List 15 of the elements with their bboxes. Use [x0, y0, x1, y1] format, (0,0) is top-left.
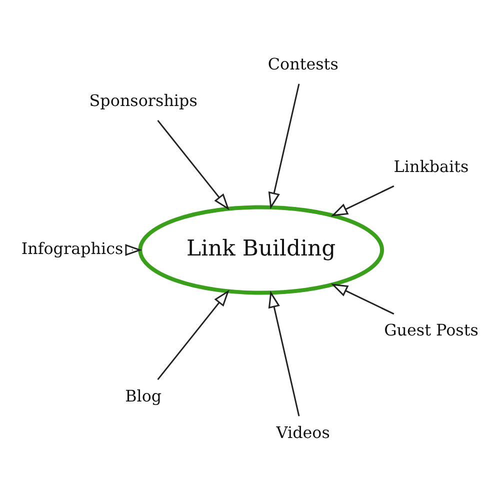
node-text: Contests: [268, 54, 338, 74]
arrow: [268, 290, 300, 416]
arrow: [330, 284, 394, 315]
arrow: [268, 84, 300, 210]
arrow: [157, 120, 230, 210]
arrow: [330, 185, 394, 216]
node-text: Blog: [125, 386, 162, 406]
node-text: Videos: [276, 422, 330, 442]
arrow: [157, 290, 230, 380]
node-ellipse: Link Building: [138, 205, 384, 295]
node-text: Linkbaits: [394, 156, 469, 176]
arrow: [125, 244, 142, 256]
node-text: Sponsorships: [89, 91, 198, 110]
node-text: Infographics: [21, 238, 124, 258]
node-text: Guest Posts: [384, 320, 478, 340]
